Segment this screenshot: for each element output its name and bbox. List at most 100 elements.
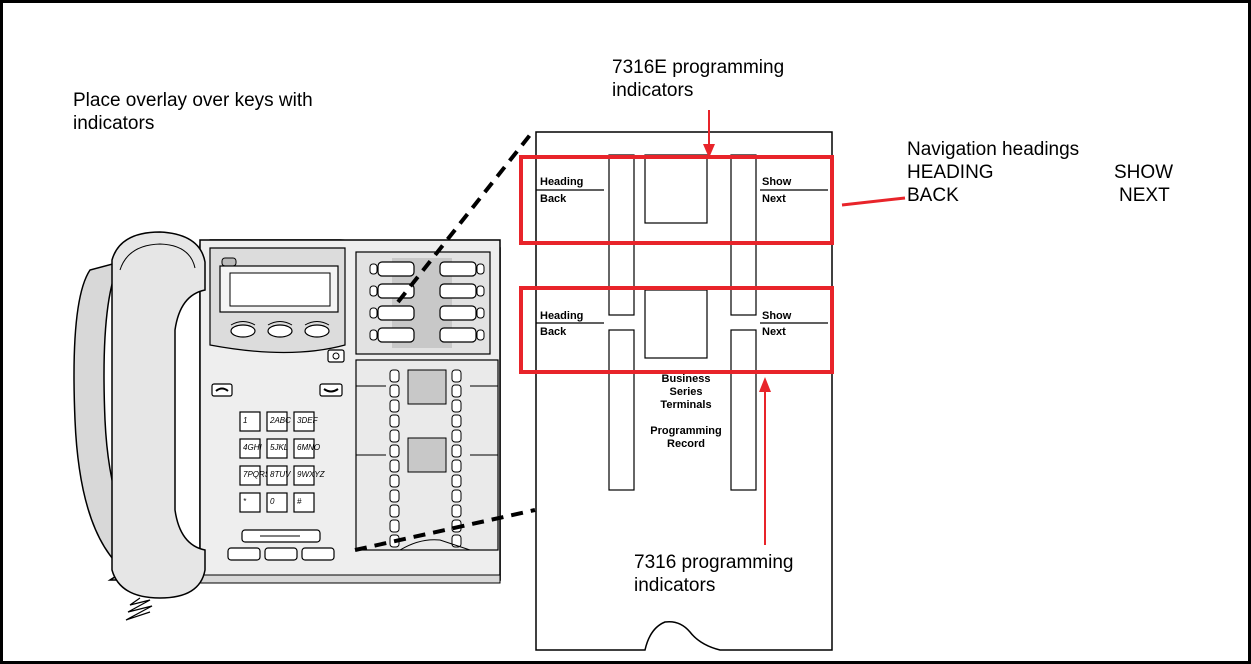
phone-overlay-key <box>451 534 462 548</box>
phone-overlay-key <box>451 399 462 413</box>
keypad-key-label: 5JKL <box>270 443 288 452</box>
speaker-key <box>301 547 335 561</box>
label-place-overlay-line-1: Place overlay over keys with <box>73 90 313 111</box>
overlay-back-bottom: Back <box>540 326 567 338</box>
phone-overlay-key <box>451 414 462 428</box>
softkey-1 <box>230 324 256 338</box>
nav-back-label: BACK <box>907 185 959 206</box>
arrow-7316-head <box>759 377 771 392</box>
phone-overlay-window-bottom <box>407 437 447 473</box>
overlay-show-bottom: Show <box>762 310 792 322</box>
overlay-next-top: Next <box>762 193 786 205</box>
keypad-key <box>293 492 315 513</box>
phone-overlay-key <box>451 429 462 443</box>
overlay-show-top: Show <box>762 176 792 188</box>
phone-overlay-keys <box>389 369 462 548</box>
keypad-key <box>239 465 261 486</box>
zoom-line-top <box>396 133 532 304</box>
handsfree-key <box>319 383 343 397</box>
overlay-heading-top: Heading <box>540 176 583 188</box>
keypad-key <box>293 411 315 432</box>
phone-overlay-key <box>389 399 400 413</box>
phone-overlay-key <box>451 474 462 488</box>
keypad-key <box>266 411 288 432</box>
phone-overlay-key <box>389 474 400 488</box>
feature-key <box>327 349 345 363</box>
keypad-key <box>239 411 261 432</box>
label-7316e-line-2: indicators <box>612 80 694 101</box>
phone-overlay-key <box>389 519 400 533</box>
overlay-center-line-3: Terminals <box>660 399 711 411</box>
phone-overlay-key <box>389 429 400 443</box>
programming-overlay: Heading Back Show Next Heading Back Show… <box>535 131 833 651</box>
handset-earpiece <box>119 243 196 271</box>
phone-overlay-key <box>389 489 400 503</box>
nav-heading-label: HEADING <box>907 162 994 183</box>
headset-key <box>264 547 298 561</box>
phone-overlay-key <box>389 444 400 458</box>
keypad-key-label: 8TUV <box>270 470 291 479</box>
nav-next-label: NEXT <box>1119 185 1170 206</box>
arrow-navigation-line <box>841 196 906 207</box>
label-place-overlay: Place overlay over keys with indicators <box>73 89 313 135</box>
phone-overlay-key <box>389 384 400 398</box>
overlay-next-bottom: Next <box>762 326 786 338</box>
arrow-7316e-head <box>703 144 715 158</box>
phone-overlay-window-top <box>407 369 447 405</box>
phone-foot <box>199 574 501 584</box>
label-7316e-programming: 7316E programming indicators <box>612 56 784 102</box>
keypad-key-label: * <box>243 497 247 506</box>
nav-show-label: SHOW <box>1114 162 1174 183</box>
keypad-key <box>266 492 288 513</box>
message-light <box>221 257 237 267</box>
phone-overlay-key <box>389 414 400 428</box>
softkey-2 <box>267 324 293 338</box>
keypad-key <box>293 465 315 486</box>
keypad-key-label: 4GHI <box>243 443 262 452</box>
overlay-center-line-1: Business <box>662 373 711 385</box>
keypad-key-label: 0 <box>270 497 275 506</box>
handset-cord <box>125 597 153 621</box>
overlay-card <box>535 131 833 651</box>
keypad-key <box>239 438 261 459</box>
handset <box>111 231 206 599</box>
label-7316e-line-1: 7316E programming <box>612 57 785 78</box>
keypad-key <box>266 465 288 486</box>
overlay-back-top: Back <box>540 193 567 205</box>
label-7316-programming: 7316 programming indicators <box>634 551 793 597</box>
memory-keys <box>369 261 485 343</box>
phone-overlay-key <box>451 504 462 518</box>
overlay-center-line-5: Record <box>667 438 705 450</box>
display-screen <box>229 272 331 307</box>
keypad-key-label: 6MNO <box>297 443 320 452</box>
overlay-heading-bottom: Heading <box>540 310 583 322</box>
keypad-key-label: # <box>297 497 302 506</box>
overlay-center-line-4: Programming <box>650 425 722 437</box>
label-navigation-headings: Navigation headings HEADING SHOW BACK NE… <box>907 138 1187 207</box>
keypad-key-label: 3DEF <box>297 416 319 425</box>
phone-overlay-key <box>451 459 462 473</box>
label-7316-line-2: indicators <box>634 575 716 596</box>
release-key <box>211 383 233 397</box>
highlight-box-top <box>519 155 834 245</box>
phone-overlay-key <box>451 369 462 383</box>
keypad-key <box>239 492 261 513</box>
phone-overlay-key <box>389 369 400 383</box>
keypad-key-label: 2ABC <box>269 416 291 425</box>
phone-overlay-key <box>451 489 462 503</box>
phone-overlay-key <box>389 459 400 473</box>
keypad-key <box>293 438 315 459</box>
label-place-overlay-line-2: indicators <box>73 113 155 134</box>
phone-overlay-key <box>451 444 462 458</box>
keypad-key-label: 9WXYZ <box>297 470 326 479</box>
softkey-3 <box>304 324 330 338</box>
phone-overlay-key <box>451 384 462 398</box>
mute-key <box>227 547 261 561</box>
keypad-key <box>266 438 288 459</box>
highlight-box-bottom <box>519 286 834 374</box>
